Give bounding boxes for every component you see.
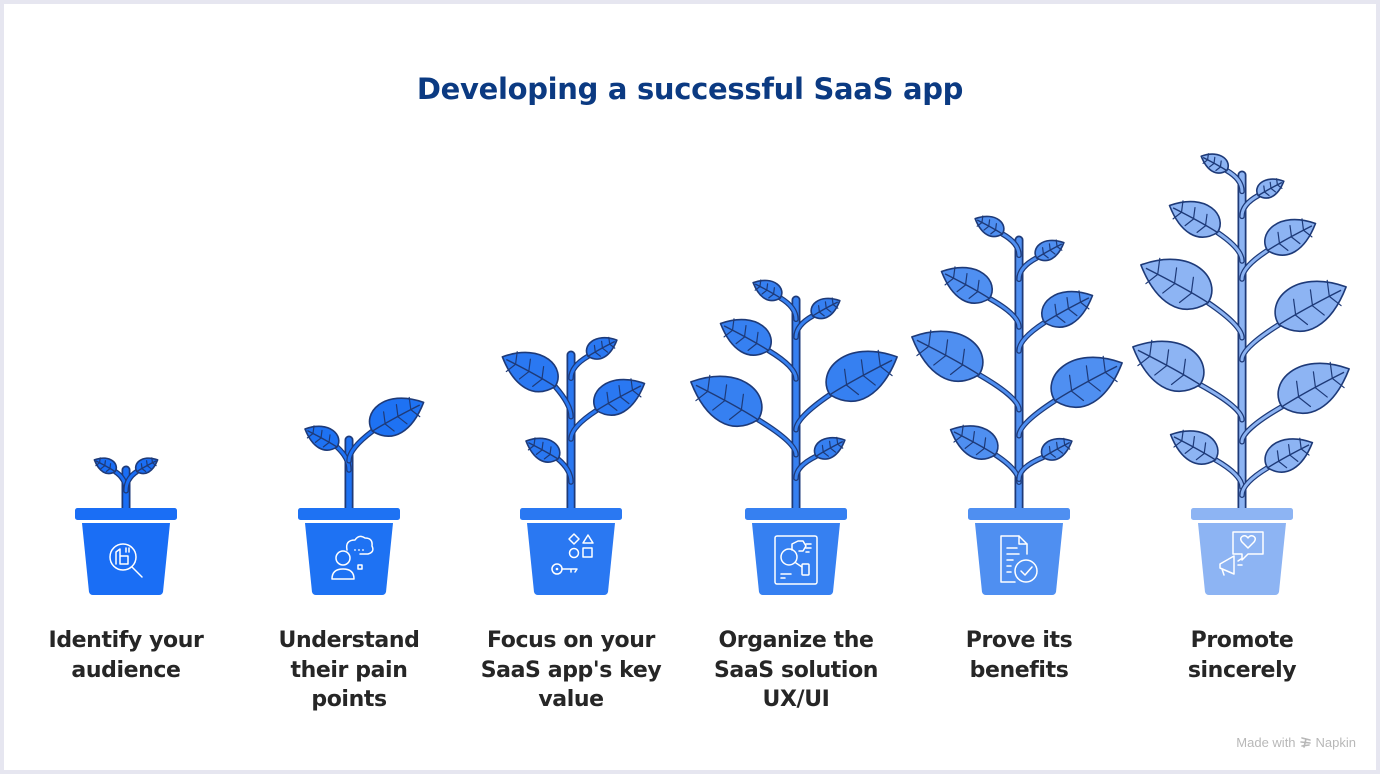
- plant-identify-audience: [75, 457, 177, 595]
- megaphone-heart-icon: [1219, 531, 1264, 576]
- label-line: benefits: [969, 657, 1069, 683]
- pot-rim: [1191, 508, 1293, 520]
- diagram-canvas: [4, 4, 1376, 770]
- pot-rim: [520, 508, 622, 520]
- pot-rim: [298, 508, 400, 520]
- step-label-pain-points: Understand their pain points: [244, 626, 454, 715]
- leaves: [911, 215, 1123, 485]
- layout-wireframe-icon: [774, 535, 818, 585]
- leaves: [304, 396, 425, 473]
- label-line: their pain: [290, 657, 408, 683]
- document-check-icon: [1000, 535, 1038, 583]
- pot-rim: [968, 508, 1070, 520]
- label-line: points: [311, 687, 387, 712]
- label-line: Identify your: [48, 628, 204, 653]
- step-label-promote-sincerely: Promote sincerely: [1137, 626, 1347, 685]
- label-line: Understand: [278, 628, 420, 653]
- plant-prove-benefits: [911, 215, 1123, 595]
- leaves: [501, 336, 646, 485]
- leaves: [690, 279, 898, 481]
- watermark-prefix: Made with: [1236, 735, 1296, 750]
- made-with-napkin-watermark: Made with Napkin: [1236, 735, 1356, 750]
- label-line: sincerely: [1187, 657, 1297, 683]
- pot-rim: [745, 508, 847, 520]
- diagram-title: Developing a successful SaaS app: [416, 72, 964, 106]
- label-line: SaaS app's key: [480, 657, 662, 683]
- plant-promote-sincerely: [1132, 153, 1350, 595]
- label-line: audience: [71, 657, 181, 683]
- label-line: UX/UI: [762, 687, 830, 712]
- pot-body: [82, 523, 170, 595]
- pot-rim: [75, 508, 177, 520]
- plant-pain-points: [298, 396, 425, 595]
- person-thought-bubble-icon: [331, 535, 374, 580]
- napkin-logo-icon: [1299, 737, 1311, 748]
- plant-organize-ux-ui: [690, 279, 898, 595]
- pot-body: [527, 523, 615, 595]
- label-line: Organize the: [718, 628, 874, 653]
- shapes-key-icon: [551, 533, 594, 575]
- label-line: value: [538, 687, 604, 712]
- pot-body: [975, 523, 1063, 595]
- step-label-prove-benefits: Prove its benefits: [914, 626, 1124, 685]
- leaves: [1132, 153, 1350, 498]
- leaves: [93, 457, 159, 494]
- watermark-brand: Napkin: [1315, 735, 1356, 750]
- pot-body: [305, 523, 393, 595]
- step-label-identify-audience: Identify your audience: [21, 626, 231, 685]
- label-line: Promote: [1190, 628, 1294, 653]
- label-line: Focus on your: [487, 628, 655, 653]
- plant-key-value: [501, 336, 646, 595]
- audience-search-icon: [109, 543, 143, 578]
- label-line: Prove its: [965, 628, 1073, 653]
- label-line: SaaS solution: [713, 657, 879, 683]
